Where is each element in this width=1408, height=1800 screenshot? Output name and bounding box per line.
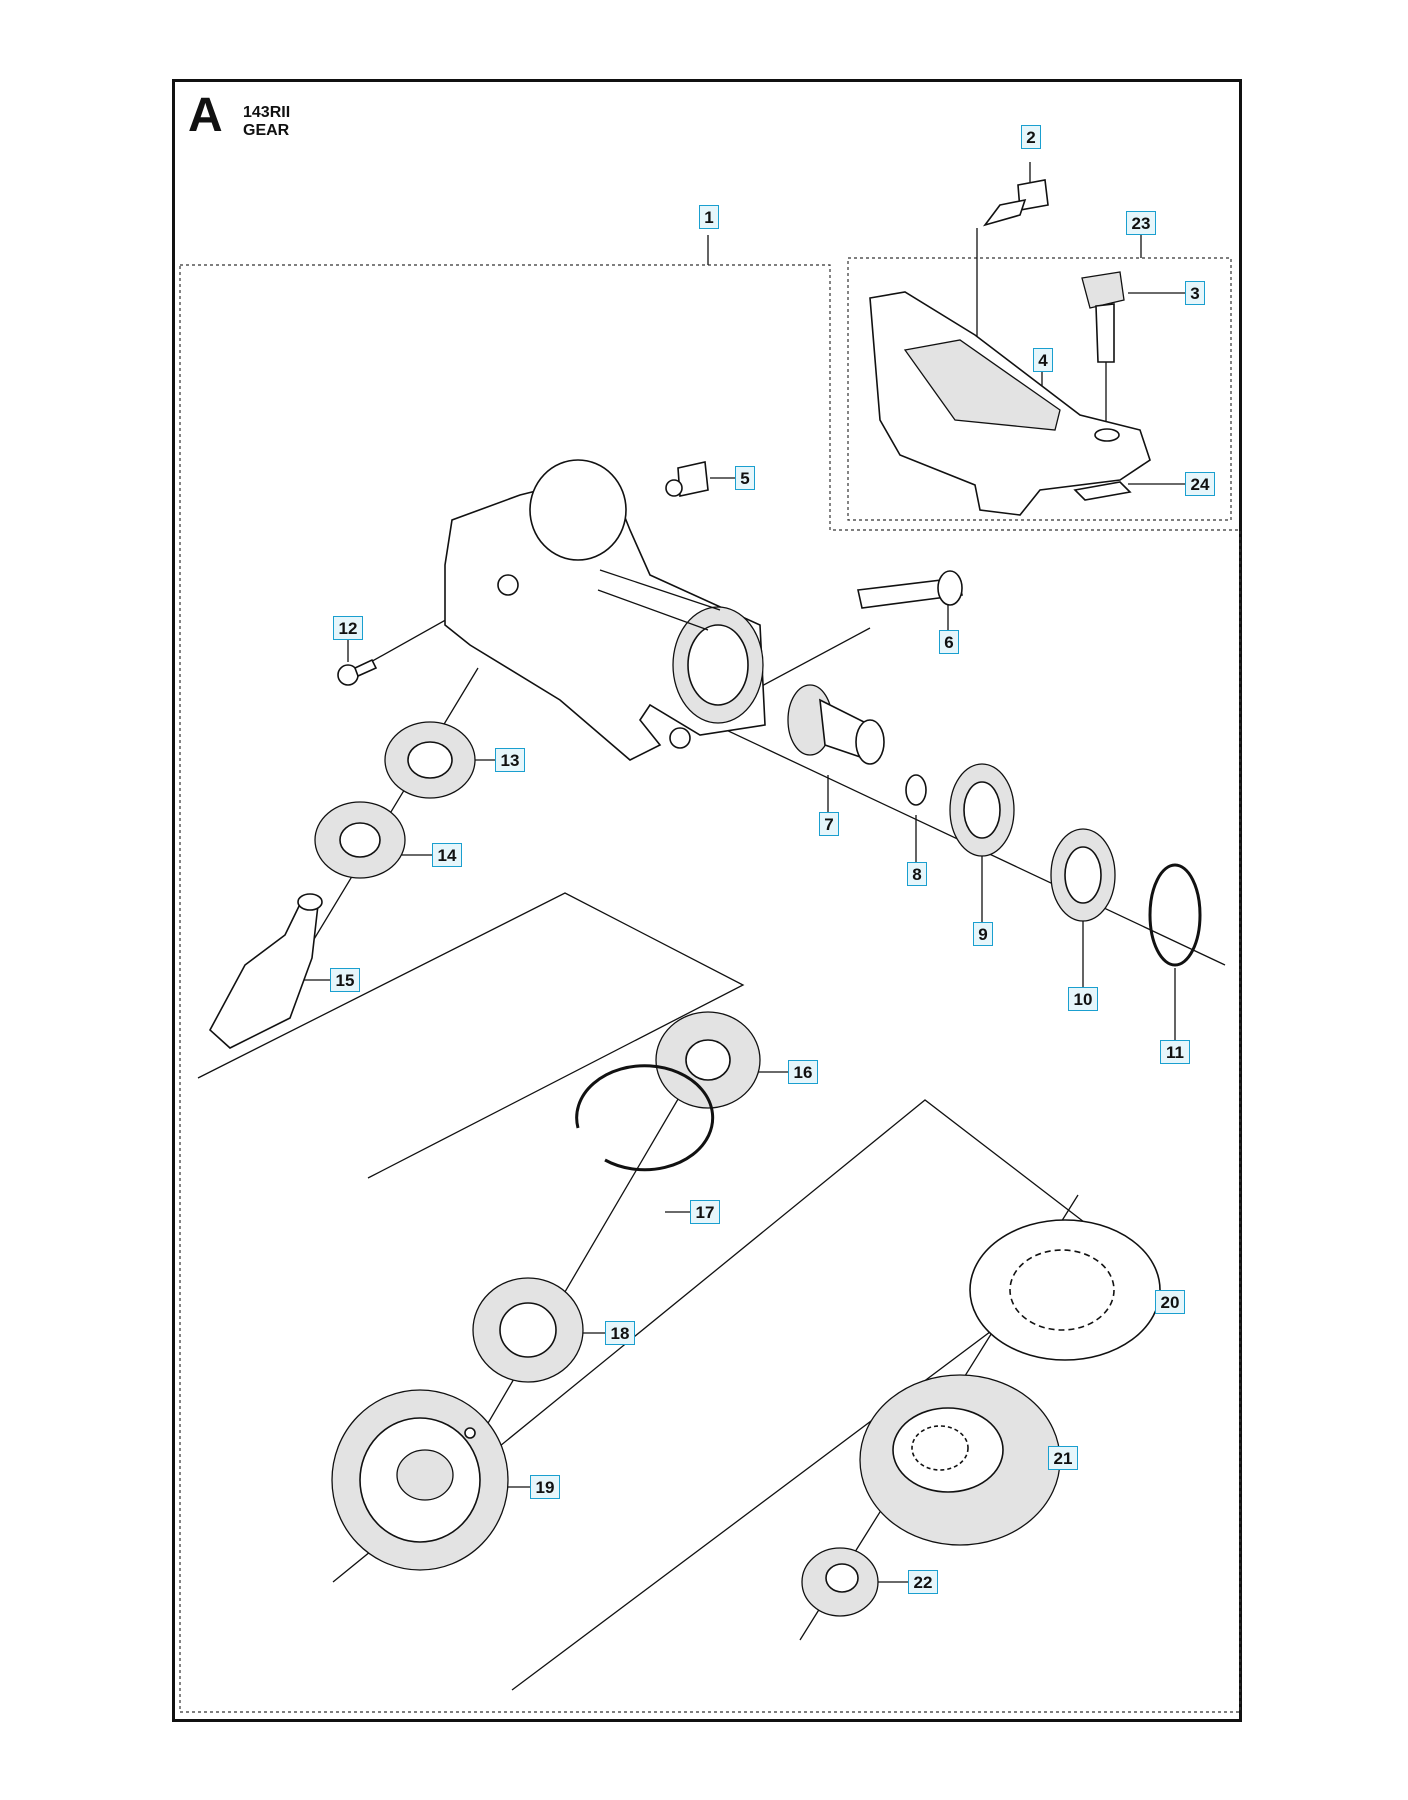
part-12-screw [337, 658, 378, 686]
part-7-sleeve [787, 684, 885, 765]
section-letter: A [188, 89, 223, 142]
callout-14[interactable]: 14 [432, 843, 462, 867]
part-5-screw [665, 461, 709, 497]
part-10-bearing [1050, 828, 1116, 922]
model-number: 143RII [243, 104, 291, 121]
part-19-pulley [331, 1389, 509, 1571]
callout-15[interactable]: 15 [330, 968, 360, 992]
callout-1[interactable]: 1 [699, 205, 719, 229]
callout-19[interactable]: 19 [530, 1475, 560, 1499]
axis-6 [744, 627, 871, 696]
callout-24[interactable]: 24 [1185, 472, 1215, 496]
part-20-lock-washer [969, 1219, 1161, 1361]
part-2-screw [982, 179, 1049, 227]
callout-5[interactable]: 5 [735, 466, 755, 490]
callout-10[interactable]: 10 [1068, 987, 1098, 1011]
bracket-15-16 [197, 892, 745, 1179]
callout-3[interactable]: 3 [1185, 281, 1205, 305]
callout-22[interactable]: 22 [908, 1570, 938, 1594]
part-13-bearing [384, 721, 476, 799]
part-11-circlip [1148, 863, 1202, 967]
part-4-guard [869, 291, 1151, 516]
callout-23[interactable]: 23 [1126, 211, 1156, 235]
part-1-gear-housing [444, 459, 766, 761]
part-14-seal [314, 801, 406, 879]
assembly-1-outline [179, 264, 1241, 1713]
part-17-circlip [575, 1064, 715, 1172]
callout-16[interactable]: 16 [788, 1060, 818, 1084]
part-6-bolt [857, 570, 963, 609]
callout-9[interactable]: 9 [973, 922, 993, 946]
callout-6[interactable]: 6 [939, 630, 959, 654]
callout-8[interactable]: 8 [907, 862, 927, 886]
part-9-bearing [949, 763, 1015, 857]
diagram-title: GEAR [243, 122, 290, 139]
diagram-frame [172, 79, 1242, 1722]
part-16-bearing [655, 1011, 761, 1109]
part-8-clip [905, 774, 927, 806]
callout-7[interactable]: 7 [819, 812, 839, 836]
callout-2[interactable]: 2 [1021, 125, 1041, 149]
part-22-nut [801, 1547, 879, 1617]
part-18-seal [472, 1277, 584, 1383]
part-15-shaft [208, 893, 323, 1049]
callout-12[interactable]: 12 [333, 616, 363, 640]
part-3-stud [1081, 271, 1125, 363]
callout-11[interactable]: 11 [1160, 1040, 1190, 1064]
callout-4[interactable]: 4 [1033, 348, 1053, 372]
callout-20[interactable]: 20 [1155, 1290, 1185, 1314]
callout-21[interactable]: 21 [1048, 1446, 1078, 1470]
assembly-23-outline [847, 257, 1232, 521]
callout-18[interactable]: 18 [605, 1321, 635, 1345]
part-21-support-cup [859, 1374, 1061, 1546]
callout-13[interactable]: 13 [495, 748, 525, 772]
callout-17[interactable]: 17 [690, 1200, 720, 1224]
